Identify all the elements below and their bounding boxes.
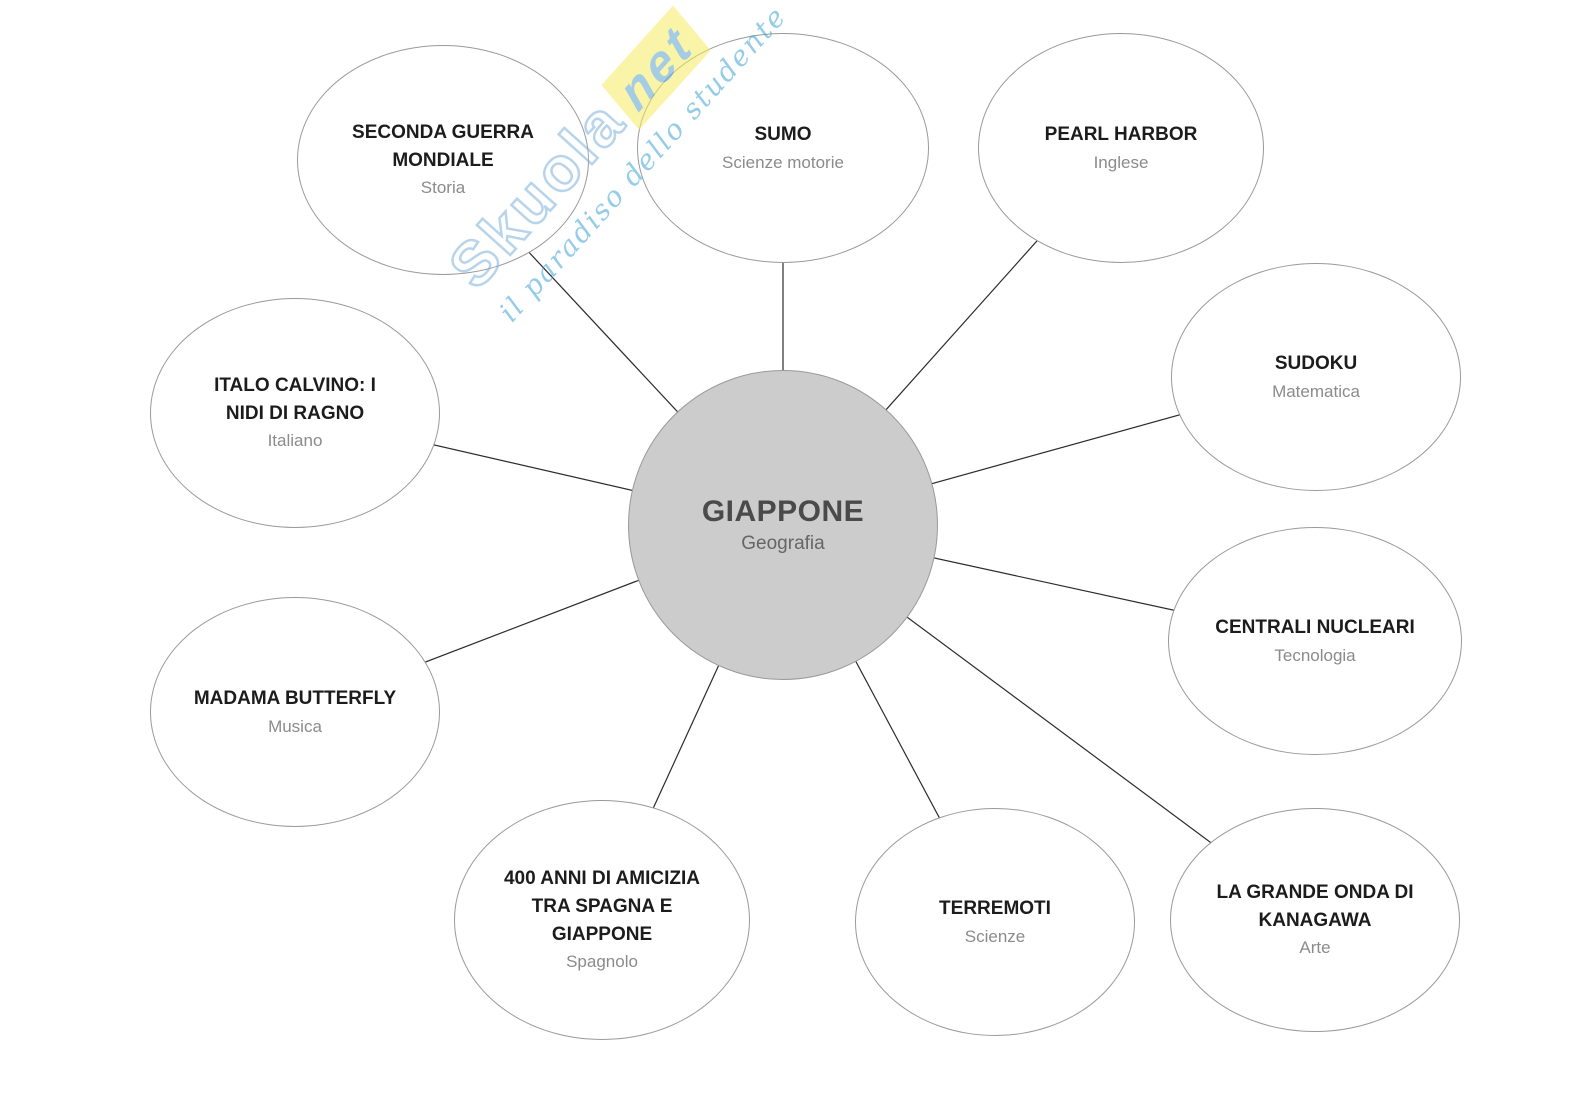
node-title: 400 ANNI DI AMICIZIA TRA SPAGNA E GIAPPO… [503, 868, 700, 945]
node-title: ITALO CALVINO: I NIDI DI RAGNO [214, 375, 376, 424]
node-sumo: SUMO Scienze motorie [637, 33, 929, 263]
node-pearl-harbor: PEARL HARBOR Inglese [978, 33, 1264, 263]
node-subject: Matematica [1272, 381, 1360, 401]
node-title: CENTRALI NUCLEARI [1215, 616, 1415, 638]
node-subject: Musica [268, 716, 322, 736]
node-title: SUDOKU [1274, 352, 1358, 374]
node-centrali-nucleari: CENTRALI NUCLEARI Tecnologia [1168, 527, 1462, 755]
node-la-grande-onda-di-kanagawa: LA GRANDE ONDA DI KANAGAWA Arte [1170, 808, 1460, 1032]
node-title: TERREMOTI [939, 897, 1051, 919]
node-subject: Tecnologia [1274, 645, 1356, 665]
node-title: MADAMA BUTTERFLY [193, 687, 397, 709]
node-subject: Scienze motorie [722, 152, 844, 172]
central-topic-title: GIAPPONE [701, 495, 865, 528]
node-title: SECONDA GUERRA MONDIALE [352, 122, 534, 171]
node-subject: Scienze [964, 926, 1026, 946]
node-sudoku: SUDOKU Matematica [1171, 263, 1461, 491]
node-seconda-guerra-mondiale: SECONDA GUERRA MONDIALE Storia [297, 45, 589, 275]
node-title: SUMO [754, 123, 812, 145]
node-title: PEARL HARBOR [1044, 123, 1198, 145]
node-madama-butterfly: MADAMA BUTTERFLY Musica [150, 597, 440, 827]
central-topic-subject: Geografia [741, 533, 825, 554]
node-subject: Inglese [1093, 152, 1149, 172]
node-subject: Italiano [267, 431, 323, 451]
node-400-anni-di-amicizia: 400 ANNI DI AMICIZIA TRA SPAGNA E GIAPPO… [454, 800, 750, 1040]
node-giappone-central: GIAPPONE Geografia [628, 370, 938, 680]
node-subject: Arte [1299, 938, 1331, 958]
node-subject: Storia [420, 178, 466, 198]
node-subject: Spagnolo [566, 952, 638, 972]
node-terremoti: TERREMOTI Scienze [855, 808, 1135, 1036]
node-italo-calvino: ITALO CALVINO: I NIDI DI RAGNO Italiano [150, 298, 440, 528]
node-title: LA GRANDE ONDA DI KANAGAWA [1216, 882, 1414, 931]
